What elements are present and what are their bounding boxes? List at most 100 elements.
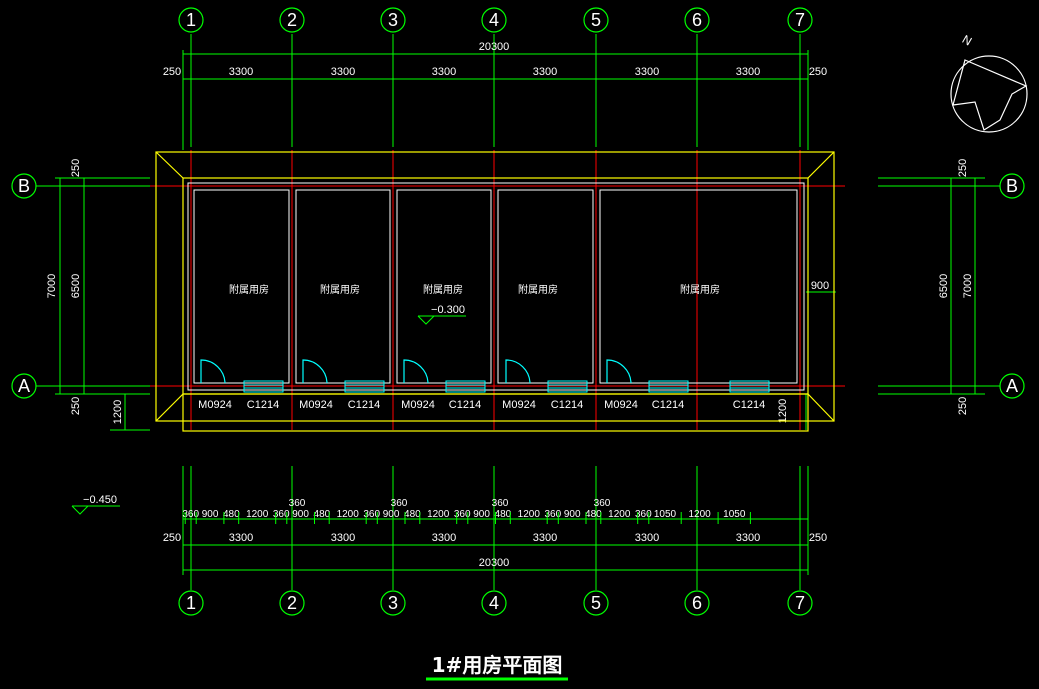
- axis-A-right: A: [1006, 376, 1018, 396]
- door-code-3: M0924: [401, 399, 435, 411]
- detail-dim-7: 480: [314, 509, 331, 520]
- axis-4-bottom: 4: [489, 593, 499, 613]
- detail-upper-2: 360: [391, 498, 408, 509]
- detail-dim-9: 360: [363, 509, 380, 520]
- room-label-2: 附属用房: [320, 283, 360, 296]
- bottom-axis-bubbles: [178, 590, 813, 616]
- axis-3-top: 3: [388, 10, 398, 30]
- detail-dim-8: 1200: [337, 509, 360, 520]
- column-axis-lines: [190, 34, 801, 590]
- door-code-4: M0924: [502, 399, 536, 411]
- right-bottom-offset: 250: [957, 397, 969, 415]
- detail-dim-1: 360: [182, 509, 199, 520]
- top-dimensions: [182, 50, 809, 150]
- detail-upper-3: 360: [492, 498, 509, 509]
- bay-dim-bottom-3: 3300: [432, 532, 456, 544]
- bay-dim-top-6: 3300: [736, 66, 760, 78]
- bottom-dimensions: [182, 466, 809, 575]
- axis-4-top: 4: [489, 10, 499, 30]
- detail-upper-4: 360: [594, 498, 611, 509]
- window-code-1: C1214: [247, 399, 279, 411]
- right-depth-inner: 6500: [938, 274, 950, 298]
- axis-2-bottom: 2: [287, 593, 297, 613]
- axis-B-right: B: [1006, 176, 1018, 196]
- bay-dim-bottom-4: 3300: [533, 532, 557, 544]
- axis-1-top: 1: [186, 10, 196, 30]
- detail-dim-15: 480: [495, 509, 512, 520]
- detail-dim-13: 360: [454, 509, 471, 520]
- room-label-1: 附属用房: [229, 283, 269, 296]
- axis-1-bottom: 1: [186, 593, 196, 613]
- detail-dim-6: 900: [292, 509, 309, 520]
- window-code-5: C1214: [652, 399, 684, 411]
- detail-dim-23: 1200: [688, 509, 711, 520]
- north-label: N: [960, 32, 975, 48]
- axis-A-left: A: [18, 376, 30, 396]
- detail-dim-10: 900: [383, 509, 400, 520]
- left-depth-inner: 6500: [70, 274, 82, 298]
- row-axis-lines: [36, 177, 1000, 431]
- detail-dim-24: 1050: [723, 509, 746, 520]
- left-bottom-offset: 250: [70, 397, 82, 415]
- axis-6-top: 6: [692, 10, 702, 30]
- level-interior: −0.300: [431, 304, 465, 316]
- detail-dim-5: 360: [273, 509, 290, 520]
- right-overhang-dim: 900: [811, 280, 829, 292]
- axis-6-bottom: 6: [692, 593, 702, 613]
- column-center-lines: [150, 150, 845, 430]
- axis-3-bottom: 3: [388, 593, 398, 613]
- room-label-4: 附属用房: [518, 283, 558, 296]
- door-code-1: M0924: [198, 399, 232, 411]
- detail-dim-21: 360: [635, 509, 652, 520]
- left-depth-total: 7000: [46, 274, 58, 298]
- walls: [187, 182, 805, 391]
- detail-dim-19: 480: [585, 509, 602, 520]
- detail-dim-3: 480: [223, 509, 240, 520]
- axis-7-bottom: 7: [795, 593, 805, 613]
- right-apron-dim: 1200: [777, 399, 789, 423]
- left-apron-dim: 1200: [112, 400, 124, 424]
- detail-dim-11: 480: [404, 509, 421, 520]
- edge-dim-top-left: 250: [163, 66, 181, 78]
- north-arrow: [950, 55, 1028, 133]
- right-top-offset: 250: [957, 159, 969, 177]
- bay-dim-top-4: 3300: [533, 66, 557, 78]
- drawing-title: 1#用房平面图: [432, 653, 563, 677]
- axis-5-bottom: 5: [591, 593, 601, 613]
- doors: [200, 359, 632, 384]
- detail-dim-20: 1200: [608, 509, 631, 520]
- detail-dim-18: 900: [564, 509, 581, 520]
- bay-dim-top-2: 3300: [331, 66, 355, 78]
- overall-dim-top: 20300: [479, 41, 510, 53]
- window-code-6: C1214: [733, 399, 765, 411]
- detail-dim-12: 1200: [427, 509, 450, 520]
- bay-dim-top-1: 3300: [229, 66, 253, 78]
- bay-dim-bottom-2: 3300: [331, 532, 355, 544]
- detail-dim-22: 1050: [654, 509, 677, 520]
- level-marker-interior: [417, 315, 466, 325]
- overall-dim-bottom: 20300: [479, 557, 510, 569]
- window-code-2: C1214: [348, 399, 380, 411]
- windows: [243, 380, 770, 393]
- detail-dim-14: 900: [473, 509, 490, 520]
- detail-dim-4: 1200: [246, 509, 269, 520]
- detail-dim-16: 1200: [518, 509, 541, 520]
- bay-dim-top-3: 3300: [432, 66, 456, 78]
- bay-dim-bottom-5: 3300: [635, 532, 659, 544]
- left-top-offset: 250: [70, 159, 82, 177]
- detail-dim-17: 360: [544, 509, 561, 520]
- bay-dim-bottom-6: 3300: [736, 532, 760, 544]
- axis-7-top: 7: [795, 10, 805, 30]
- window-code-4: C1214: [551, 399, 583, 411]
- window-code-3: C1214: [449, 399, 481, 411]
- room-label-3: 附属用房: [423, 283, 463, 296]
- axis-2-top: 2: [287, 10, 297, 30]
- axis-5-top: 5: [591, 10, 601, 30]
- level-exterior: −0.450: [83, 494, 117, 506]
- level-marker-exterior: [71, 505, 120, 515]
- room-label-5: 附属用房: [680, 283, 720, 296]
- roof-outline: [155, 151, 835, 432]
- top-axis-bubbles: [178, 7, 813, 33]
- edge-dim-top-right: 250: [809, 66, 827, 78]
